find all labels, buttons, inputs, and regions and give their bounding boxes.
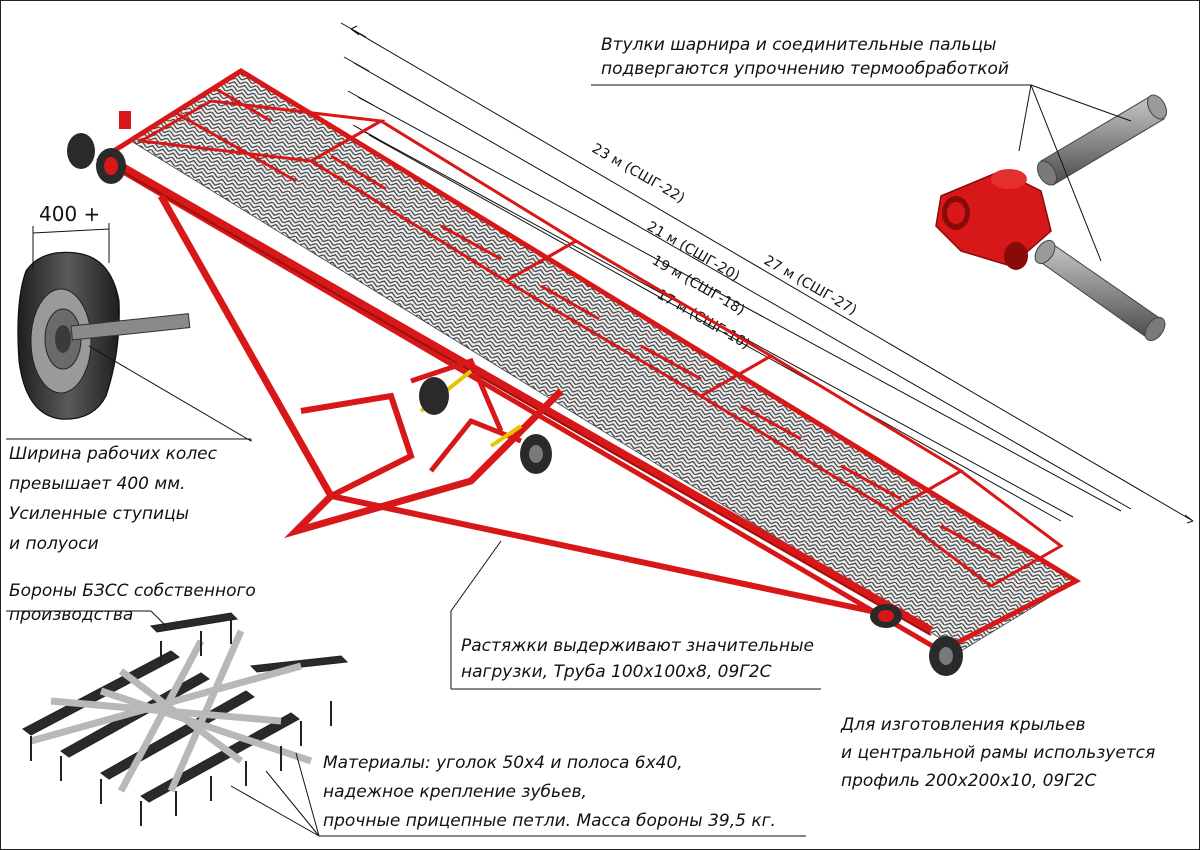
dimension-23m-line: [353, 62, 1132, 510]
materials-callout-line-2: надежное крепление зубьев,: [323, 782, 587, 802]
profile-callout-line-1: Для изготовления крыльев: [841, 715, 1086, 735]
hinge-callout-line-1: Втулки шарнира и соединительные пальцы: [601, 35, 997, 55]
hinge-pin-upper: [1037, 94, 1167, 186]
profile-callout-line-2: и центральной рамы используется: [841, 743, 1156, 763]
wheels-callout-line-4: и полуоси: [9, 534, 99, 554]
hinge-leader: [591, 84, 1032, 152]
hinge-pin-lower: [1034, 239, 1166, 342]
dimension-lines: [340, 22, 1194, 524]
width-27m-label: 27 м (СШГ-27): [761, 253, 859, 319]
harrow-closeup: [22, 612, 349, 826]
harrow-frame: [67, 68, 1082, 676]
wheels-callout: Ширина рабочих колес превышает 400 мм. У…: [9, 439, 217, 559]
profile-callout-line-3: профиль 200х200х10, 09Г2С: [841, 771, 1097, 791]
harrows-callout: Бороны БЗСС собственного производства: [9, 579, 256, 627]
wheel-width-label: 400 +: [39, 202, 100, 226]
dimension-21m-line: [357, 96, 1122, 512]
braces-callout-line-1: Растяжки выдерживают значительные: [461, 636, 814, 656]
frame-wheel-center: [419, 377, 552, 474]
wheel-width-dimension: [32, 223, 110, 269]
wheels-callout-line-1: Ширина рабочих колес: [9, 444, 217, 464]
materials-callout-line-1: Материалы: уголок 50х4 и полоса 6х40,: [323, 753, 683, 773]
dimension-27m-line: [350, 28, 1194, 522]
wheels-callout-line-3: Усиленные ступицы: [9, 504, 190, 524]
frame-wheel-left: [67, 133, 126, 184]
hinge-callout: Втулки шарнира и соединительные пальцы п…: [601, 33, 1009, 81]
profile-callout: Для изготовления крыльев и центральной р…: [841, 711, 1155, 795]
harrows-callout-line-1: Бороны БЗСС собственного: [9, 581, 256, 601]
harrows-callout-line-2: производства: [9, 605, 134, 625]
hinge-detail: [935, 94, 1167, 342]
braces-callout: Растяжки выдерживают значительные нагруз…: [461, 633, 814, 685]
dimension-17m-line: [368, 134, 1062, 522]
frame-wheel-right: [870, 604, 963, 676]
materials-callout-line-3: прочные прицепные петли. Масса бороны 39…: [323, 811, 776, 831]
wheel-closeup: [17, 251, 191, 420]
materials-callout: Материалы: уголок 50х4 и полоса 6х40, на…: [323, 749, 776, 836]
hinge-callout-line-2: подвергаются упрочнению термообработкой: [601, 59, 1009, 79]
wheels-callout-line-2: превышает 400 мм.: [9, 474, 186, 494]
braces-callout-line-2: нагрузки, Труба 100х100х8, 09Г2С: [461, 662, 772, 682]
